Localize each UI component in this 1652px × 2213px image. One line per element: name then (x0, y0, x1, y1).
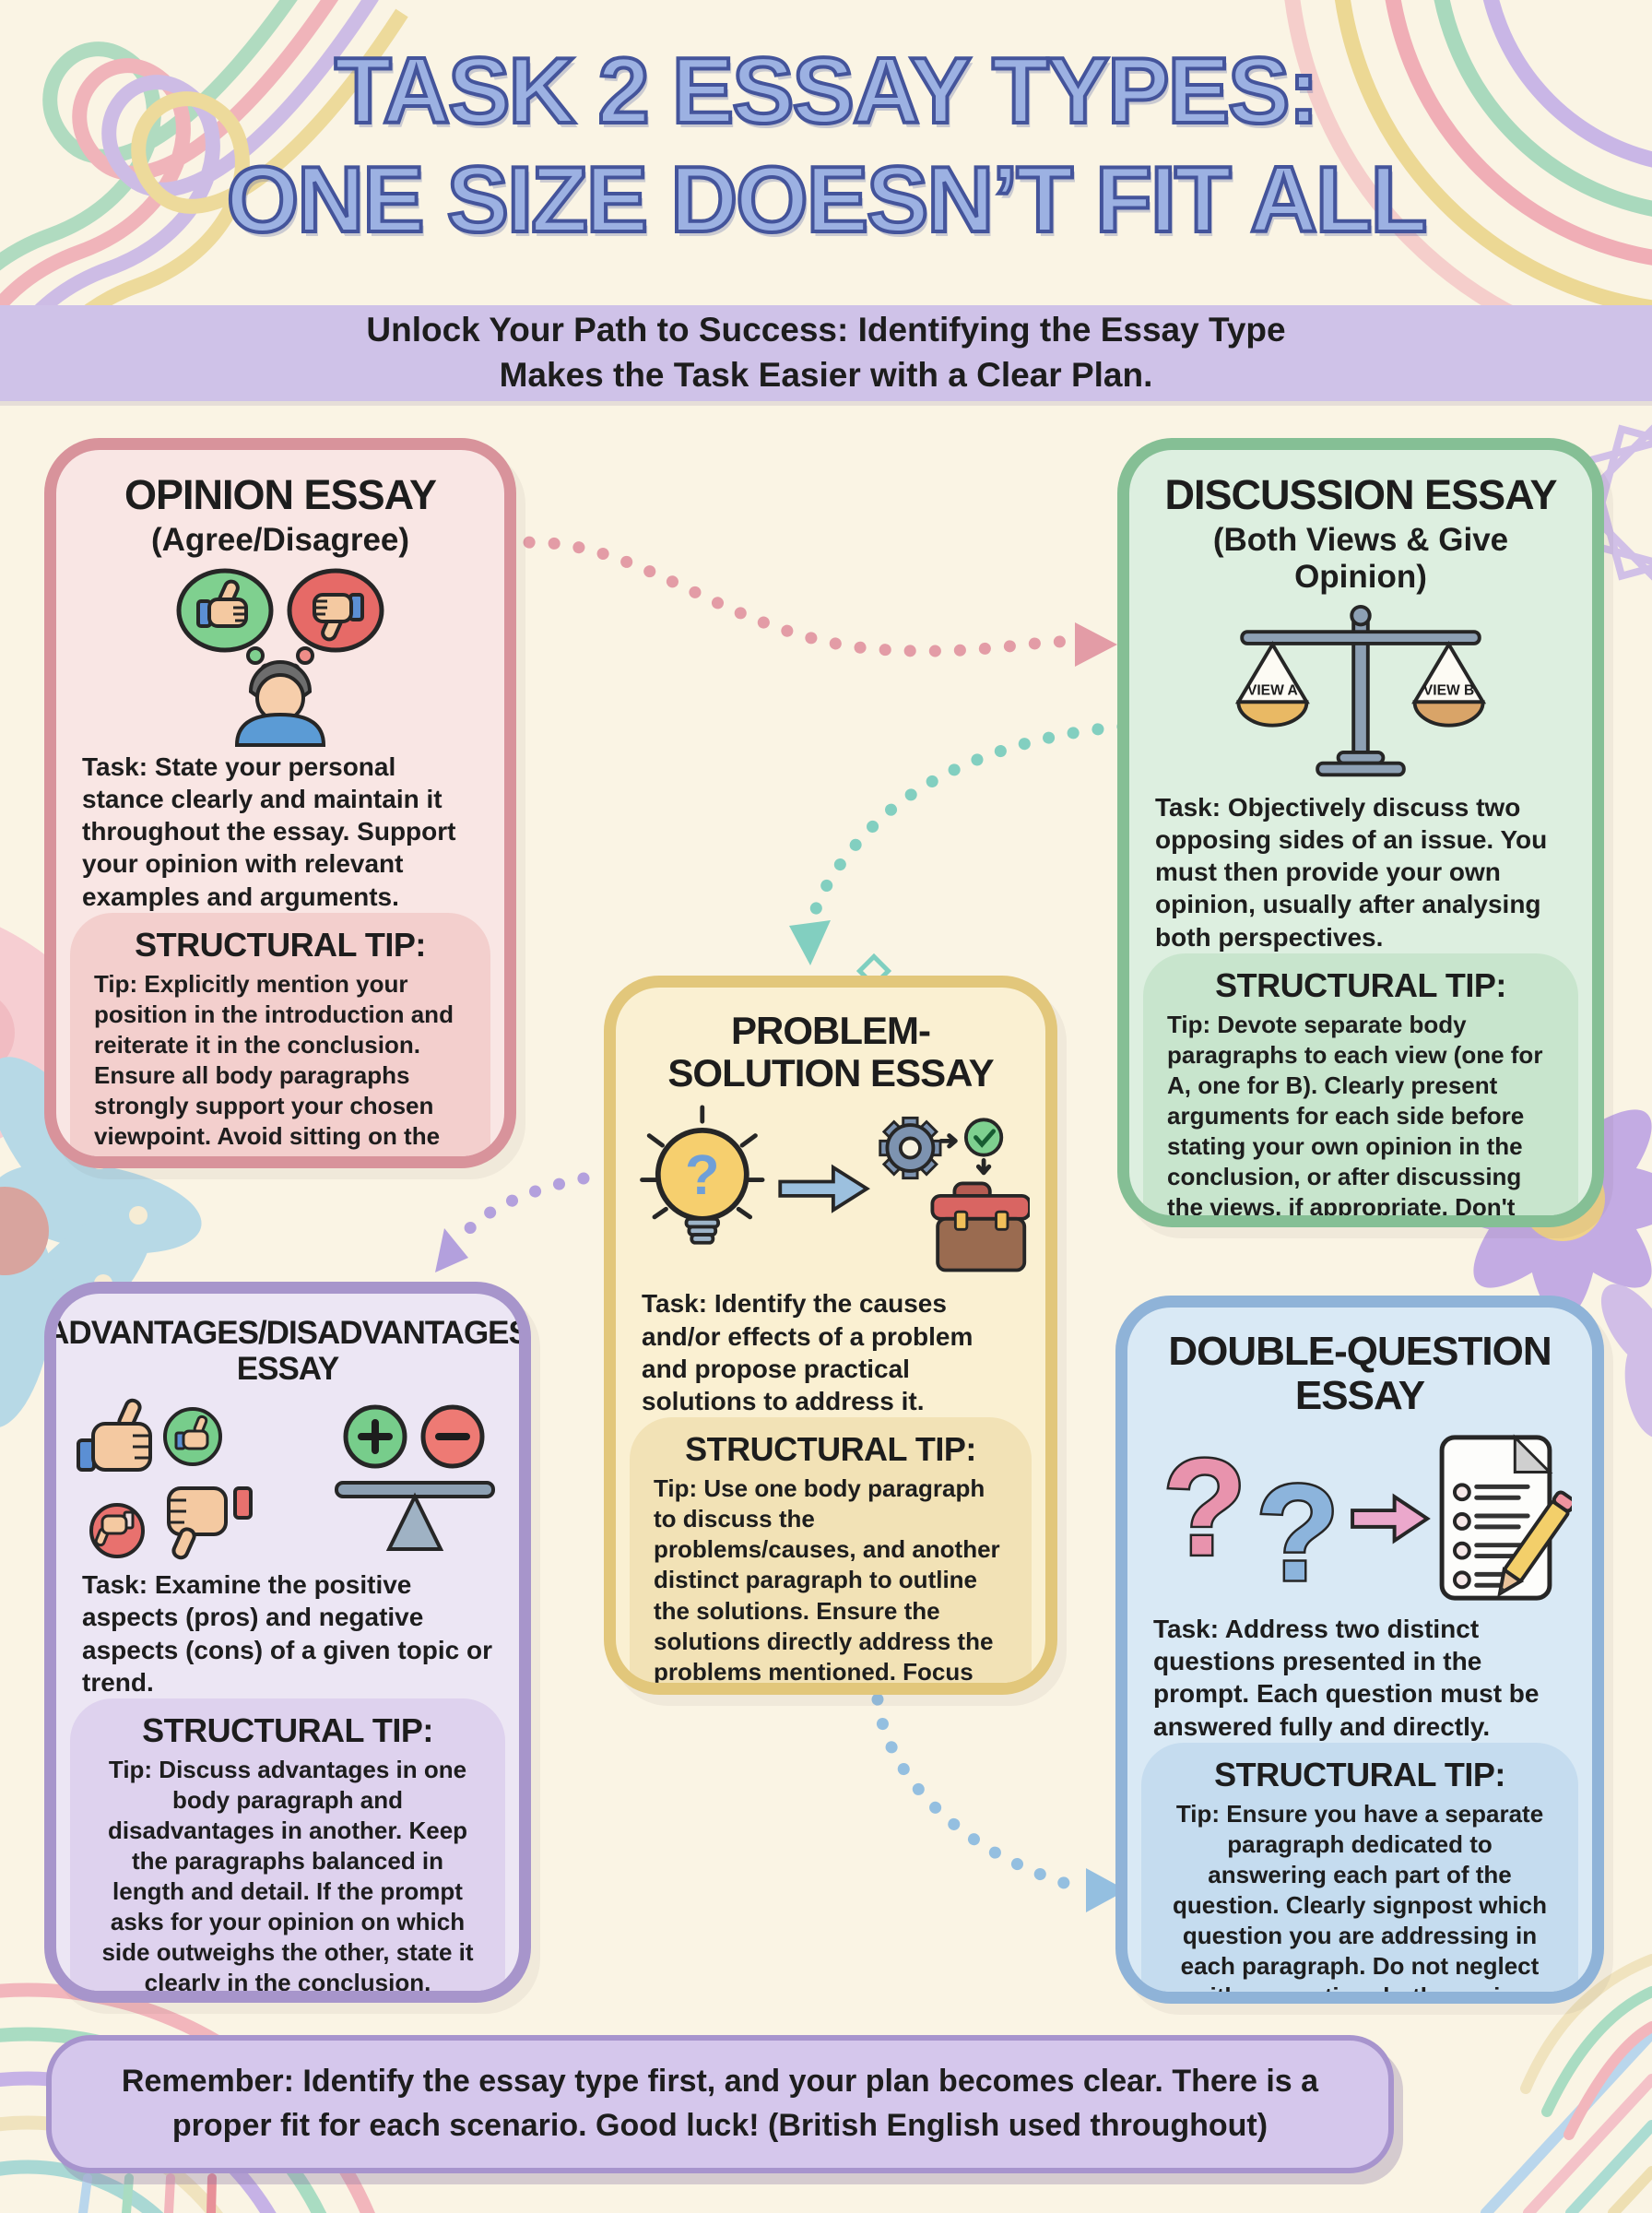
card-title: OPINION ESSAY (124, 471, 437, 518)
task-text: Task: Examine the positive aspects (pros… (82, 1570, 492, 1697)
task-text: Task: State your personal stance clearly… (82, 751, 456, 911)
tip-heading: STRUCTURAL TIP: (685, 1430, 976, 1469)
card-problem-solution-essay: PROBLEM-SOLUTION ESSAY ? (604, 976, 1057, 1695)
person-thumbs-up-down-icon (156, 566, 405, 747)
scale-right-label: VIEW B (1423, 682, 1474, 698)
task-text: Task: Objectively discuss two opposing s… (1155, 792, 1548, 952)
thumbs-plus-minus-balance-icon (71, 1394, 504, 1565)
svg-text:?: ? (1162, 1431, 1246, 1583)
tip-heading: STRUCTURAL TIP: (1215, 965, 1506, 1004)
tip-text: Tip: Ensure you have a separate paragrap… (1173, 1799, 1547, 2004)
page-title-line1: TASK 2 ESSAY TYPES: (333, 38, 1321, 145)
footer-note: Remember: Identify the essay type first,… (46, 2035, 1394, 2173)
structural-tip-box: STRUCTURAL TIP: Tip: Ensure you have a s… (1141, 1742, 1578, 2004)
structural-tip-box: STRUCTURAL TIP: Tip: Devote separate bod… (1143, 953, 1578, 1221)
page-title-line2: ONE SIZE DOESN’T FIT ALL (225, 147, 1430, 254)
structural-tip-box: STRUCTURAL TIP: Tip: Use one body paragr… (630, 1417, 1032, 1686)
task-text: Task: Address two distinct questions pre… (1153, 1614, 1540, 1741)
subtitle-banner: Unlock Your Path to Success: Identifying… (0, 305, 1652, 401)
two-questions-checklist-icon: ? ? (1148, 1426, 1572, 1609)
tip-text: Tip: Discuss advantages in one body para… (101, 1756, 474, 1997)
structural-tip-box: STRUCTURAL TIP: Tip: Explicitly mention … (70, 912, 490, 1168)
card-double-question-essay: DOUBLE-QUESTION ESSAY ? ? (1115, 1296, 1604, 2004)
card-title: PROBLEM-SOLUTION ESSAY (667, 1009, 994, 1095)
connector-opinion-to-discussion (498, 536, 1117, 667)
card-discussion-essay: DISCUSSION ESSAY (Both Views & Give Opin… (1117, 438, 1604, 1227)
card-title: DISCUSSION ESSAY (1164, 471, 1558, 518)
connector-discussion-to-problem-solution (789, 720, 1129, 965)
card-advantages-disadvantages-essay: ADVANTAGES/DISADVANTAGES ESSAY (44, 1282, 531, 2003)
card-title: ADVANTAGES/DISADVANTAGES ESSAY (46, 1315, 529, 1387)
bulb-gear-toolbox-icon: ? (631, 1102, 1030, 1284)
balance-scale-icon: VIEW A VIEW B (1213, 603, 1508, 787)
connector-problem-solution-to-double-question (871, 1693, 1127, 1912)
tip-heading: STRUCTURAL TIP: (135, 925, 426, 964)
subtitle-line1: Unlock Your Path to Success: Identifying… (366, 311, 1286, 349)
subtitle-line2: Makes the Task Easier with a Clear Plan. (499, 356, 1153, 394)
tip-text: Tip: Use one body paragraph to discuss t… (654, 1474, 1000, 1686)
svg-text:?: ? (685, 1143, 720, 1207)
card-opinion-essay: OPINION ESSAY (Agree/Disagree) (44, 438, 516, 1168)
footer-text: Remember: Identify the essay type first,… (121, 2064, 1319, 2143)
card-title: DOUBLE-QUESTION ESSAY (1168, 1329, 1552, 1419)
tip-text: Tip: Explicitly mention your position in… (94, 969, 454, 1168)
page-title: TASK 2 ESSAY TYPES: ONE SIZE DOESN’T FIT… (0, 37, 1652, 254)
card-subtitle: (Both Views & Give Opinion) (1212, 521, 1509, 595)
card-subtitle: (Agree/Disagree) (150, 521, 410, 558)
scale-left-label: VIEW A (1247, 682, 1298, 698)
task-text: Task: Identify the causes and/or effects… (642, 1289, 974, 1416)
tip-text: Tip: Devote separate body paragraphs to … (1167, 1010, 1543, 1221)
connector-problem-solution-to-advantages (435, 1172, 590, 1272)
stripes-bottom-left-decoration (78, 2173, 217, 2213)
tip-heading: STRUCTURAL TIP: (1214, 1755, 1505, 1793)
structural-tip-box: STRUCTURAL TIP: Tip: Discuss advantages … (70, 1698, 505, 1997)
svg-text:?: ? (1256, 1457, 1339, 1609)
tip-heading: STRUCTURAL TIP: (142, 1711, 433, 1750)
